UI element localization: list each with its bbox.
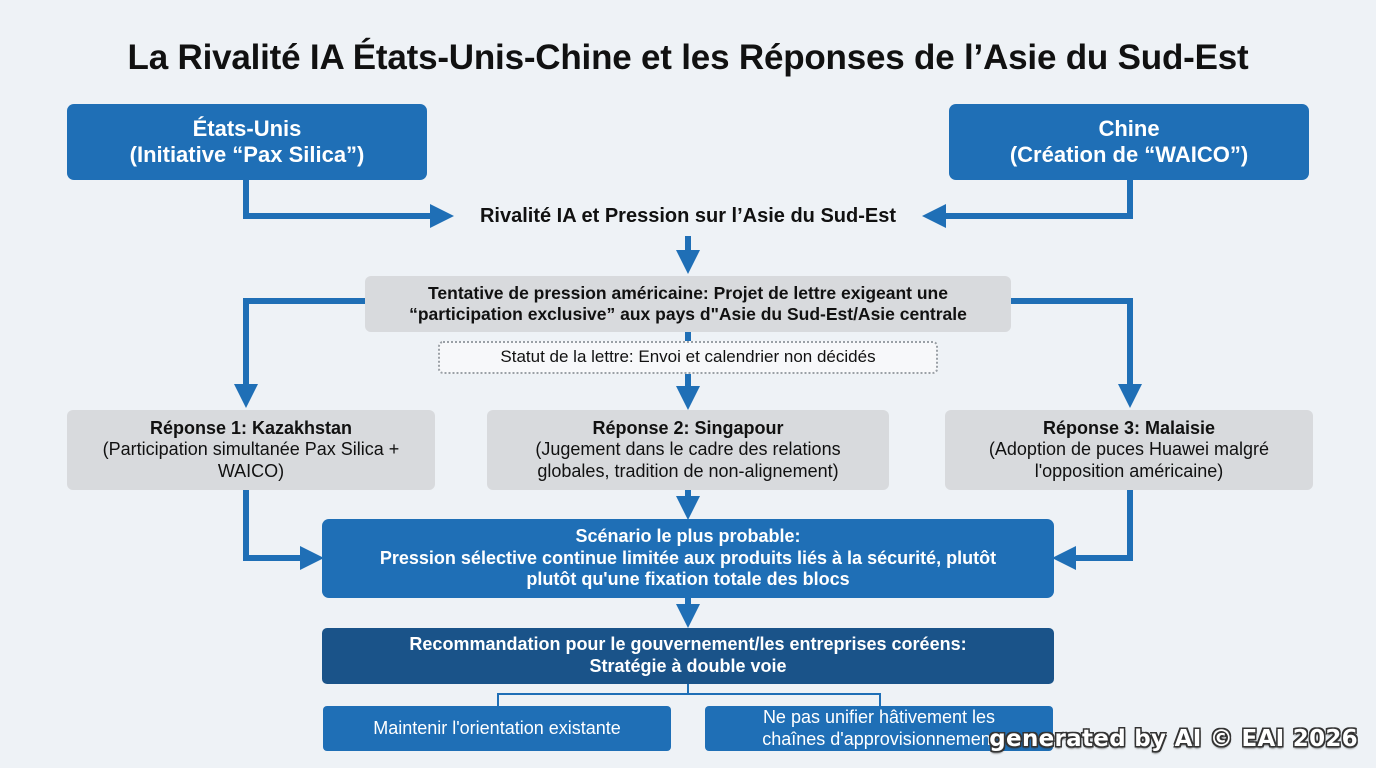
pressure-line-2: “participation exclusive” aux pays d"Asi…	[409, 304, 967, 324]
response-1-line-1: (Participation simultanée Pax Silica +	[102, 439, 400, 460]
scenario-line-3: plutôt qu'une fixation totale des blocs	[526, 569, 850, 590]
letter-status-text: Statut de la lettre: Envoi et calendrier…	[500, 347, 876, 367]
rivalry-label: Rivalité IA et Pression sur l’Asie du Su…	[448, 200, 928, 232]
response-1-title: Réponse 1: Kazakhstan	[149, 417, 353, 438]
usa-title: États-Unis	[192, 115, 302, 141]
arrow-pressure-to-response1	[234, 298, 368, 408]
response-1-line-2: WAICO)	[217, 460, 285, 481]
china-box: Chine (Création de “WAICO”)	[949, 104, 1309, 180]
china-subtitle: (Création de “WAICO”)	[1009, 142, 1249, 167]
ai-watermark: generated by AI © EAI 2026	[989, 726, 1358, 752]
response-2-title: Réponse 2: Singapour	[592, 417, 784, 438]
response-2-line-2: globales, tradition de non-alignement)	[537, 460, 839, 481]
response-3-line-2: l'opposition américaine)	[1034, 460, 1224, 481]
usa-subtitle: (Initiative “Pax Silica”)	[129, 142, 365, 167]
arrow-pressure-to-response3	[1010, 298, 1142, 408]
response-3-line-1: (Adoption de puces Huawei malgré	[988, 439, 1270, 460]
arrow-china-to-rivalry	[922, 180, 1133, 228]
usa-box: États-Unis (Initiative “Pax Silica”)	[67, 104, 427, 180]
diagram-title: La Rivalité IA États-Unis-Chine et les R…	[127, 38, 1249, 77]
scenario-line-2: Pression sélective continue limitée aux …	[379, 547, 997, 568]
arrow-response3-to-scenario	[1052, 490, 1133, 570]
option-supply-chain-box: Ne pas unifier hâtivement les chaînes d'…	[705, 706, 1053, 751]
option-supply-chain-line-1: Ne pas unifier hâtivement les	[762, 706, 996, 727]
response-2-box: Réponse 2: Singapour (Jugement dans le c…	[487, 410, 889, 490]
rivalry-text: Rivalité IA et Pression sur l’Asie du Su…	[479, 205, 897, 227]
recommendation-box: Recommandation pour le gouvernement/les …	[322, 628, 1054, 684]
scenario-title: Scénario le plus probable:	[575, 526, 801, 547]
arrow-usa-to-rivalry	[243, 180, 454, 228]
response-2-line-1: (Jugement dans le cadre des relations	[535, 439, 841, 460]
letter-status-box: Statut de la lettre: Envoi et calendrier…	[438, 341, 938, 374]
recommendation-line-2: Stratégie à double voie	[589, 656, 787, 676]
response-1-box: Réponse 1: Kazakhstan (Participation sim…	[67, 410, 435, 490]
option-maintain-text: Maintenir l'orientation existante	[373, 717, 621, 738]
recommendation-line-1: Recommandation pour le gouvernement/les …	[409, 634, 967, 655]
option-maintain-box: Maintenir l'orientation existante	[323, 706, 671, 751]
response-3-box: Réponse 3: Malaisie (Adoption de puces H…	[945, 410, 1313, 490]
china-title: Chine	[1098, 115, 1160, 141]
response-3-title: Réponse 3: Malaisie	[1042, 417, 1216, 438]
pressure-box: Tentative de pression américaine: Projet…	[365, 276, 1011, 332]
scenario-box: Scénario le plus probable: Pression séle…	[322, 519, 1054, 598]
pressure-line-1: Tentative de pression américaine: Projet…	[428, 283, 948, 303]
branch-connector	[497, 684, 881, 706]
option-supply-chain-line-2: chaînes d'approvisionnement	[762, 728, 996, 749]
arrow-response1-to-scenario	[243, 490, 324, 570]
